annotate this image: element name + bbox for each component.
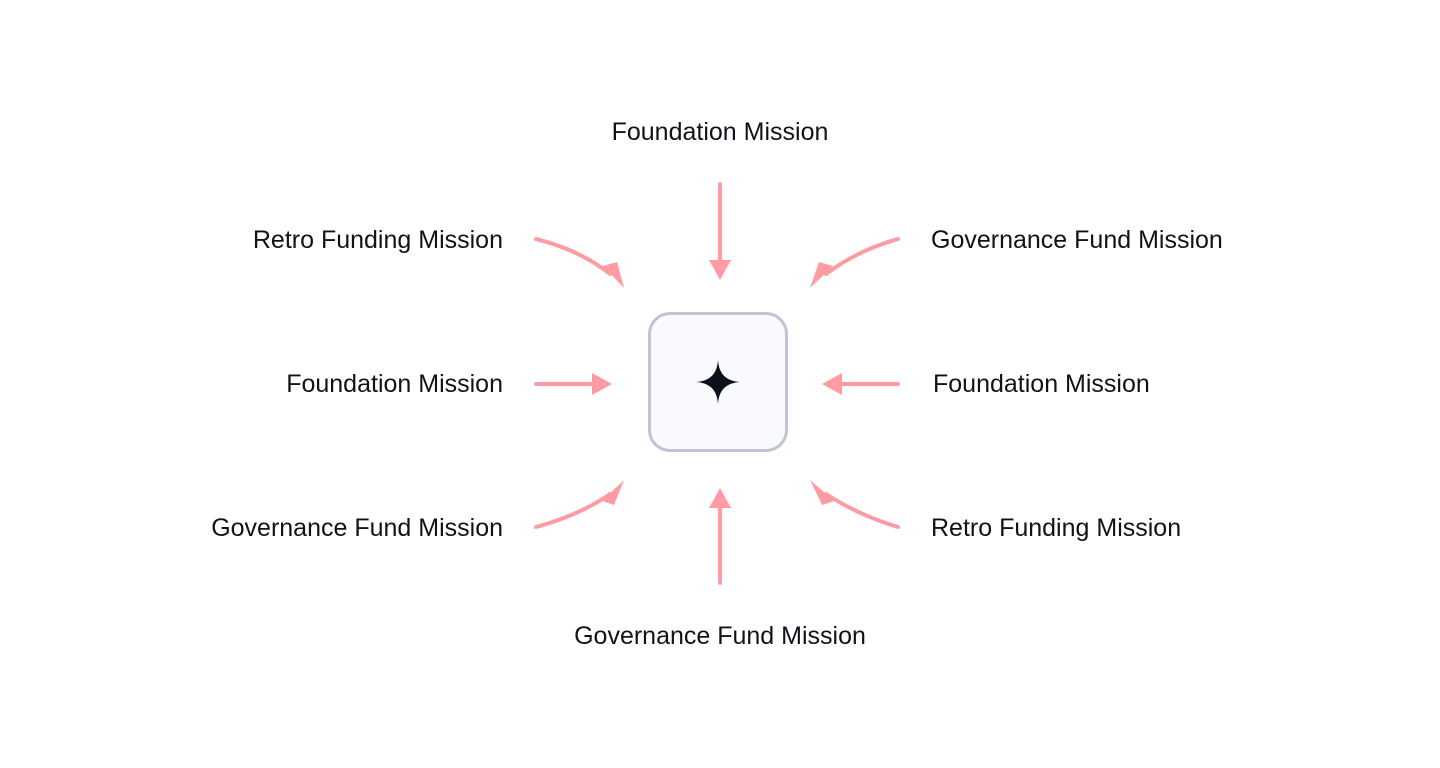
arrowhead-mid-left <box>592 373 612 395</box>
label-bottom-right: Retro Funding Mission <box>931 514 1182 542</box>
arrowhead-top-left <box>603 262 624 288</box>
arrowhead-bottom-left <box>602 480 624 505</box>
arrow-top-right <box>824 237 900 276</box>
label-top: Foundation Mission <box>611 118 829 146</box>
arrowhead-top-right <box>810 262 833 288</box>
arrowhead-bottom <box>709 488 731 508</box>
arrow-bottom-left <box>534 492 612 529</box>
label-bottom-left: Governance Fund Mission <box>211 514 503 542</box>
arrowhead-top <box>709 260 731 280</box>
sparkle-icon <box>696 360 740 404</box>
arrow-top-left <box>534 237 612 276</box>
label-mid-left: Foundation Mission <box>286 370 503 398</box>
label-top-left: Retro Funding Mission <box>252 226 503 254</box>
label-bottom: Governance Fund Mission <box>574 622 866 650</box>
arrowhead-mid-right <box>822 373 842 395</box>
arrowhead-bottom-right <box>810 480 834 505</box>
center-hub <box>648 312 788 452</box>
arrow-bottom-right <box>824 492 900 529</box>
label-mid-right: Foundation Mission <box>933 370 1150 398</box>
label-top-right: Governance Fund Mission <box>931 226 1223 254</box>
